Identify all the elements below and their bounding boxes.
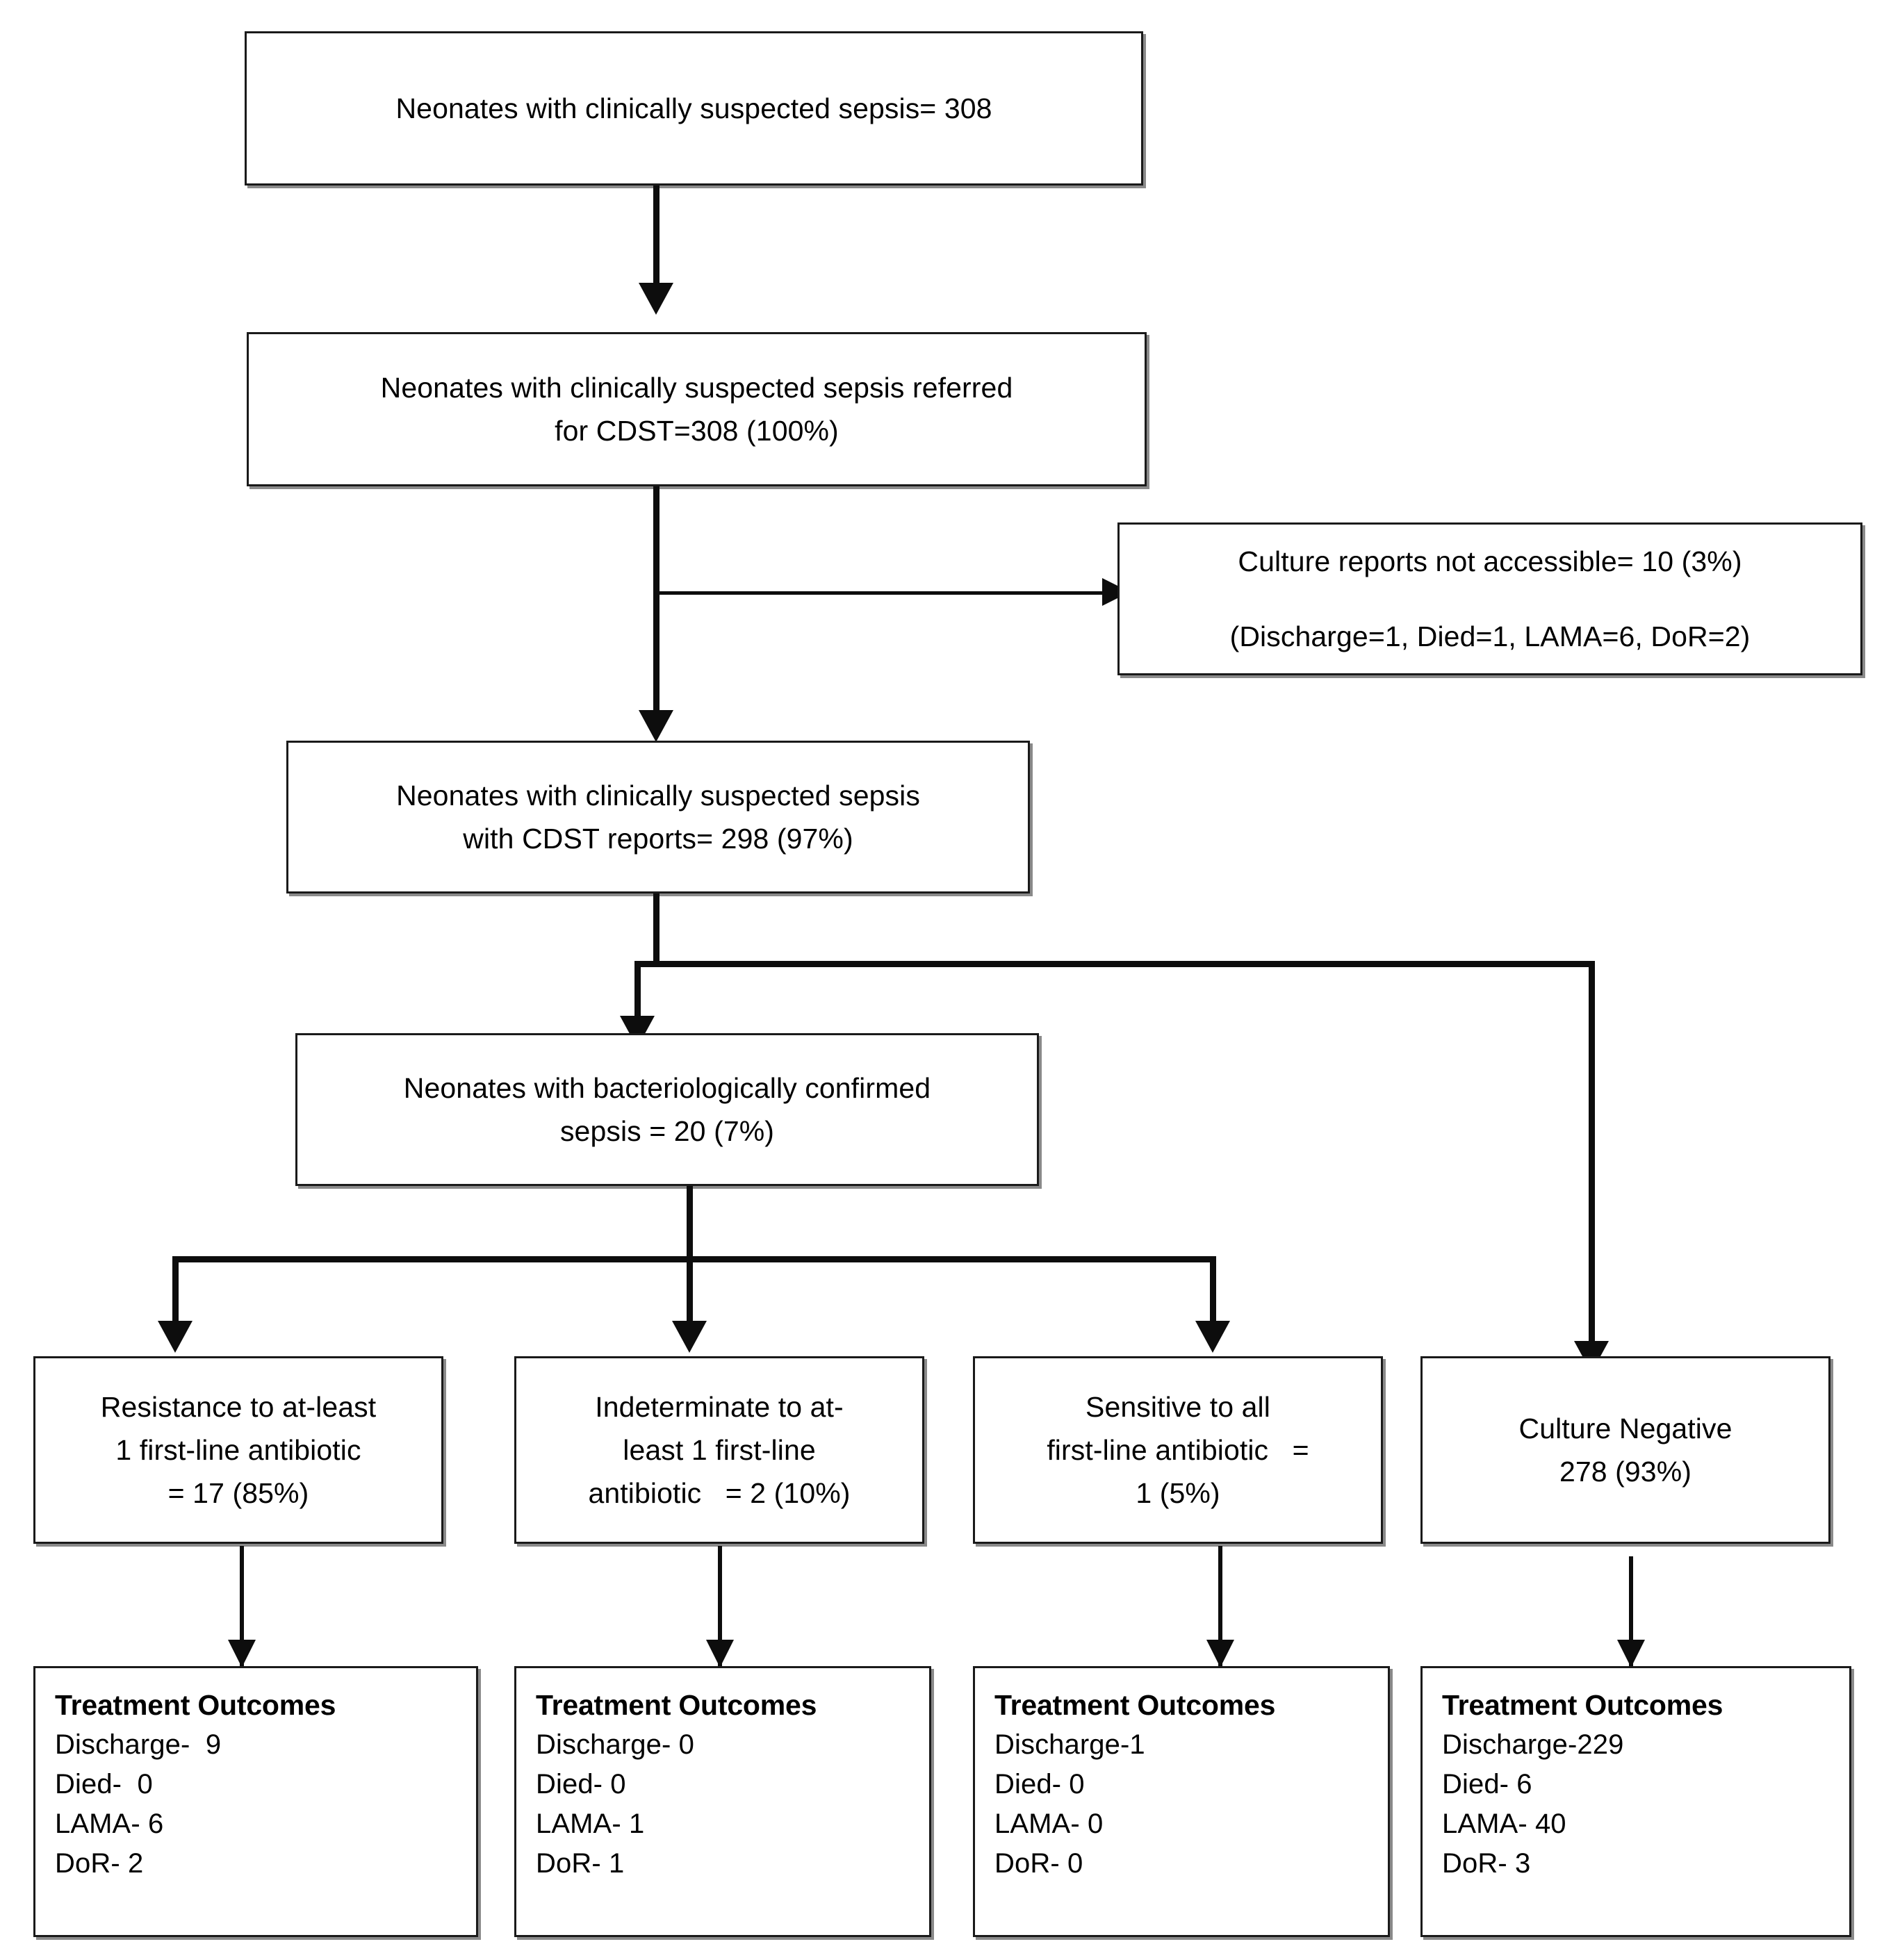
node-sensitive-line-1: Sensitive to all (1086, 1390, 1270, 1423)
node-confirmed-line-2: sepsis = 20 (7%) (559, 1115, 775, 1147)
outcome-indeterminate-heading: Treatment Outcomes (536, 1689, 817, 1721)
connector-confirmed-stem (687, 1186, 693, 1262)
outcome-resistant-lama: LAMA- 6 (55, 1808, 164, 1839)
node-not-accessible-line-2: (Discharge=1, Died=1, LAMA=6, DoR=2) (1229, 620, 1751, 652)
arrowhead-referred-to-with-reports (639, 710, 673, 742)
arrowhead-to-sensitive (1195, 1321, 1230, 1353)
node-referred-line-2: for CDST=308 (100%) (555, 415, 839, 447)
arrowhead-enrolled-to-referred (639, 283, 673, 315)
outcome-sensitive-discharge: Discharge-1 (994, 1729, 1145, 1761)
node-indeterminate-line-1: Indeterminate to at- (595, 1390, 844, 1423)
node-culture-negative: Culture Negative 278 (93%) (1420, 1356, 1830, 1544)
node-referred-line-1: Neonates with clinically suspected sepsi… (380, 371, 1013, 404)
outcome-resistant-discharge: Discharge- 9 (55, 1729, 222, 1761)
node-with-reports-line-1: Neonates with clinically suspected sepsi… (396, 779, 920, 812)
outcome-sensitive-dor: DoR- 0 (994, 1847, 1083, 1879)
node-confirmed-line-1: Neonates with bacteriologically confirme… (403, 1071, 931, 1104)
node-resistant-line-2: 1 first-line antibiotic (115, 1433, 361, 1466)
node-confirmed: Neonates with bacteriologically confirme… (295, 1033, 1039, 1186)
split-bar-with-reports (634, 961, 1595, 967)
node-indeterminate: Indeterminate to at- least 1 first-line … (514, 1356, 924, 1544)
node-outcome-sensitive: Treatment Outcomes Discharge-1 Died- 0 L… (973, 1666, 1390, 1937)
node-not-accessible: Culture reports not accessible= 10 (3%) … (1117, 522, 1862, 675)
arrowhead-culture-negative-to-outcome (1617, 1640, 1645, 1667)
connector-split-left-arm (634, 961, 641, 1029)
node-resistant-line-1: Resistance to at-least (100, 1390, 377, 1423)
node-enrolled: Neonates with clinically suspected sepsi… (245, 31, 1143, 186)
arrowhead-indeterminate-to-outcome (706, 1640, 734, 1667)
outcome-sensitive-lama: LAMA- 0 (994, 1808, 1104, 1839)
connector-resistant-to-outcome (240, 1546, 244, 1674)
outcome-indeterminate-died: Died- 0 (536, 1769, 626, 1800)
node-with-reports: Neonates with clinically suspected sepsi… (286, 741, 1030, 893)
node-sensitive-line-2: first-line antibiotic = (1047, 1433, 1309, 1466)
node-enrolled-line-1: Neonates with clinically suspected sepsi… (395, 92, 992, 124)
node-sensitive: Sensitive to all first-line antibiotic =… (973, 1356, 1383, 1544)
outcome-resistant-died: Died- 0 (55, 1769, 153, 1800)
connector-confirmed-arm-resistant (172, 1256, 179, 1334)
connector-referred-to-not-accessible (659, 591, 1117, 595)
outcome-indeterminate-dor: DoR- 1 (536, 1847, 625, 1879)
outcome-indeterminate-discharge: Discharge- 0 (536, 1729, 694, 1761)
outcome-sensitive-heading: Treatment Outcomes (994, 1689, 1276, 1721)
node-resistant-line-3: = 17 (85%) (167, 1477, 309, 1510)
node-sensitive-line-3: 1 (5%) (1136, 1477, 1220, 1510)
node-with-reports-line-2: with CDST reports= 298 (97%) (463, 823, 853, 855)
outcome-culture-negative-lama: LAMA- 40 (1442, 1808, 1566, 1839)
outcome-culture-negative-dor: DoR- 3 (1442, 1847, 1531, 1879)
split-bar-confirmed (172, 1256, 1216, 1262)
node-culture-negative-line-1: Culture Negative (1518, 1412, 1733, 1444)
connector-split-right-arm (1589, 961, 1595, 1354)
node-culture-negative-line-2: 278 (93%) (1559, 1456, 1692, 1488)
arrowhead-to-indeterminate (672, 1321, 707, 1353)
node-not-accessible-line-1: Culture reports not accessible= 10 (3%) (1238, 545, 1742, 577)
node-indeterminate-line-3: antibiotic = 2 (10%) (588, 1477, 851, 1510)
arrowhead-sensitive-to-outcome (1206, 1640, 1234, 1667)
arrowhead-resistant-to-outcome (228, 1640, 256, 1667)
outcome-culture-negative-died: Died- 6 (1442, 1769, 1532, 1800)
outcome-culture-negative-heading: Treatment Outcomes (1442, 1689, 1723, 1721)
arrowhead-to-resistant (158, 1321, 193, 1353)
outcome-indeterminate-lama: LAMA- 1 (536, 1808, 645, 1839)
node-indeterminate-line-2: least 1 first-line (623, 1433, 816, 1466)
connector-sensitive-to-outcome (1218, 1546, 1222, 1674)
node-resistant: Resistance to at-least 1 first-line anti… (33, 1356, 443, 1544)
outcome-sensitive-died: Died- 0 (994, 1769, 1085, 1800)
node-outcome-indeterminate: Treatment Outcomes Discharge- 0 Died- 0 … (514, 1666, 931, 1937)
node-referred: Neonates with clinically suspected sepsi… (247, 332, 1147, 486)
connector-with-reports-stem (653, 893, 660, 966)
outcome-culture-negative-discharge: Discharge-229 (1442, 1729, 1624, 1761)
connector-confirmed-arm-sensitive (1210, 1256, 1216, 1334)
node-outcome-resistant: Treatment Outcomes Discharge- 9 Died- 0 … (33, 1666, 478, 1937)
connector-referred-to-with-reports (653, 486, 660, 723)
connector-culture-negative-to-outcome (1629, 1556, 1633, 1674)
outcome-resistant-heading: Treatment Outcomes (55, 1689, 336, 1721)
node-outcome-culture-negative: Treatment Outcomes Discharge-229 Died- 6… (1420, 1666, 1851, 1937)
connector-confirmed-arm-indeterminate (687, 1256, 693, 1334)
connector-enrolled-to-referred (653, 186, 660, 288)
outcome-resistant-dor: DoR- 2 (55, 1847, 144, 1879)
connector-indeterminate-to-outcome (718, 1546, 722, 1674)
